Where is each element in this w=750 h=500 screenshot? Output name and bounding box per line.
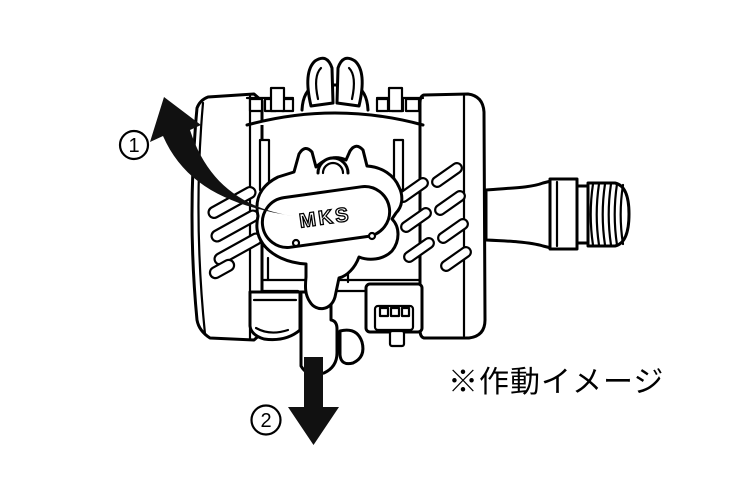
right-body-plate [397, 92, 487, 340]
step-1-label: 1 [128, 135, 139, 157]
release-mechanism [248, 254, 424, 376]
pedal-spindle [484, 177, 631, 251]
left-body-plate [190, 92, 264, 342]
spindle-threads [586, 181, 631, 248]
top-binding-band [245, 86, 425, 192]
right-plate-vent-slots [397, 162, 472, 272]
caption-text: ※作動イメージ [448, 366, 664, 399]
step-2-badge: 2 [250, 404, 282, 436]
straight-arrow-down-icon [288, 357, 339, 445]
retention-spring-lobes [300, 56, 370, 112]
step-2-label: 2 [260, 410, 271, 432]
cleat: MKS [255, 144, 404, 311]
curved-arrow-up-left-icon [150, 97, 293, 216]
step-1-badge: 1 [118, 129, 150, 161]
